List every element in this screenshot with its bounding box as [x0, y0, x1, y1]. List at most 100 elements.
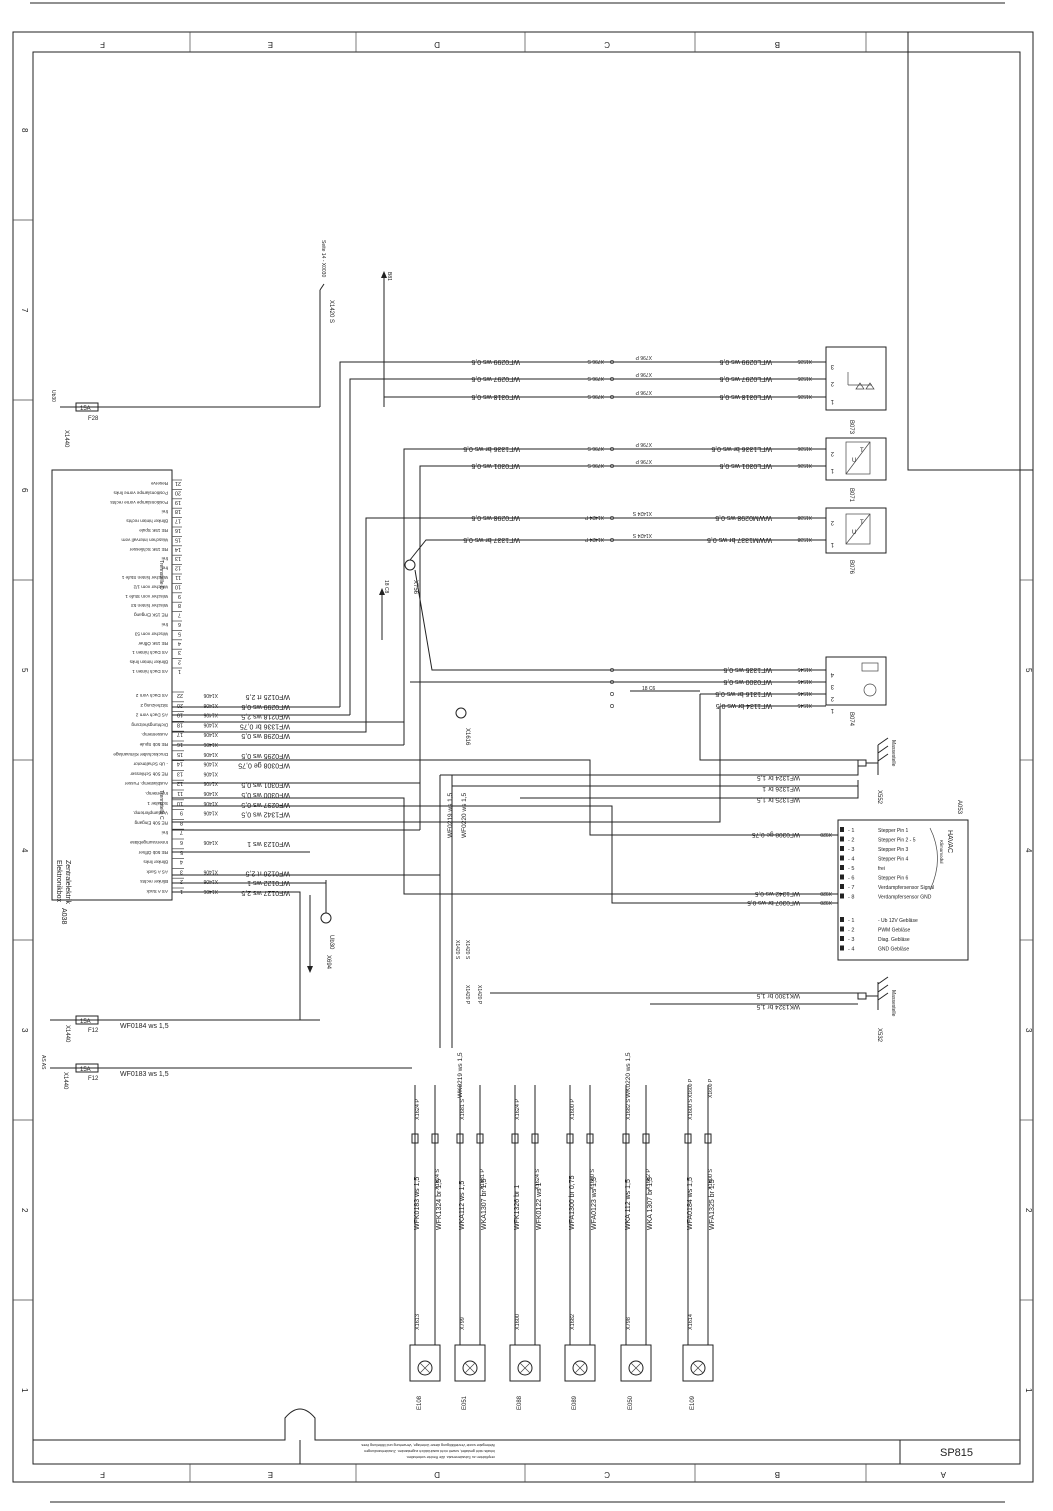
a038-pin-label-upper: Wischer vorn 53 [134, 631, 168, 636]
lamp-tag: E051 [462, 1395, 468, 1410]
wiring-skeleton [172, 361, 860, 1020]
lamp-plug-b [642, 1133, 650, 1144]
a038-pin-number-lower: 10 [177, 800, 183, 806]
vertical-wire-bundle: WF0219 ws 1,5 WF0220 ws 1,5 X1420 S X142… [439, 775, 714, 1098]
f12a-rating: 15A [80, 1019, 91, 1025]
f12b-wire: WF0183 ws 1,5 [120, 1071, 169, 1078]
b071-u-label: U [852, 458, 856, 464]
lamp-bulb-icon [690, 1360, 706, 1376]
zone-ticks [13, 32, 1033, 1482]
a038-pin-label-lower: Schalter 1 [147, 801, 168, 806]
zone-top-b: B [775, 40, 780, 49]
a053-pin-number: - 3 [848, 937, 854, 943]
a038-pin-label-lower: Blinker rechts [139, 879, 168, 884]
a038-pin-label-lower: RE 50b Eingang [134, 820, 168, 825]
a038-pin-number-lower: 2 [180, 878, 183, 884]
a038-pin-number-upper: 15 [175, 536, 181, 542]
sensor-junction [610, 704, 614, 708]
a038-pin-wire: WF0218 ws 2,5 [241, 713, 290, 720]
a053-pin-label: frei [878, 866, 885, 872]
lamp-tag: E050 [628, 1395, 634, 1410]
lamp-bulb-icon [628, 1360, 644, 1376]
lamp-plug-b [531, 1133, 539, 1144]
lamp-plug-b [431, 1133, 439, 1144]
lamp-plug-a [511, 1133, 519, 1144]
sensor-pin-number: 1 [830, 541, 834, 547]
a053-pin-marker [840, 836, 844, 842]
lamp-connector-mid: X1624 S [535, 1169, 541, 1190]
a038-title-2: Zentralelektrik [64, 860, 71, 904]
a053-pin-label: Stepper Pin 4 [878, 857, 909, 863]
masse-label-1: Massestelle [890, 740, 896, 767]
a053-pin-label: Verdampfersensor Signal [878, 885, 934, 891]
a053-wire-connector: X920 [820, 831, 832, 837]
lamp-bulb-icon [572, 1360, 588, 1376]
a038-pin-connector: X1406 [203, 761, 218, 767]
row-left-4: 4 [20, 848, 29, 853]
a053-pin-marker [840, 917, 844, 922]
a038-pin-connector: X1406 [203, 878, 218, 884]
a038-pin-label-lower: RE 50b Spule [139, 742, 168, 747]
ground-top-wire-label: WF1326 br 1 [762, 785, 800, 792]
sensor-connector-p: X1424 S [632, 510, 652, 516]
a038-pin-number-upper: 7 [178, 612, 181, 618]
a038-pin-wire: WF0125 rt 2,5 [246, 693, 290, 700]
sensor-connector: X1535 [797, 393, 812, 399]
legal-note-2: Inhalts nicht gestattet, soweit nicht au… [364, 1449, 495, 1453]
zone-bottom-d: D [434, 1470, 440, 1479]
f12a-x: X1440 [64, 1025, 70, 1043]
a038-pin-wire: WF0308 ge 0,75 [238, 762, 290, 769]
a053-pin-marker [840, 865, 844, 870]
x756-label: X756 [412, 580, 418, 595]
a038-pin-number-lower: 4 [180, 859, 183, 865]
a053-name: HAVAC [946, 830, 953, 853]
a038-pin-number-lower: 1 [180, 888, 183, 894]
a038-pin-label-lower: AS A Sack [146, 889, 168, 894]
lamp-tag: E089 [572, 1395, 578, 1410]
lamp-connector-upper: X1624 P [415, 1099, 421, 1120]
lamp-connector-mid: X1681 P [480, 1169, 486, 1190]
f12b-tag: F12 [88, 1076, 99, 1082]
a038-pin-label-lower: Blinker links [143, 860, 168, 865]
a038-pin-wire: WF1342 ws 0,5 [241, 811, 290, 818]
lamp-housing [454, 1344, 486, 1382]
ref-18c6: 18 C6 [642, 686, 656, 692]
lamp-plug-a [411, 1133, 419, 1144]
a038-pin-number-upper: 5 [178, 630, 181, 636]
b81-ref: B81 [386, 272, 392, 281]
a053-pin-marker [840, 846, 844, 851]
revision-block [907, 32, 1033, 471]
a053-pin-label: Stepper Pin 2 - 5 [878, 838, 916, 844]
a038-pin-number-upper: 14 [175, 546, 181, 552]
a038-pin-label-lower: frei [162, 830, 168, 835]
x694-terminal: Ub30 X694 [307, 880, 334, 973]
a038-pin-number-lower: 20 [177, 702, 183, 708]
sensor-connector-p: X796 P [635, 371, 652, 377]
a038-pin-connector: X1406 [203, 702, 218, 708]
sensor-pin-number: 2 [830, 450, 834, 456]
a053-tag: A053 [956, 800, 962, 815]
a053-pin-number: - 3 [848, 847, 854, 853]
a053-pin-marker [840, 893, 844, 899]
a053-pin-number: - 2 [848, 838, 854, 844]
lamp-housing [620, 1344, 652, 1382]
a038-pin-label-upper: Wischer hinten Stufe 1 [121, 575, 168, 580]
row-left-7: 7 [20, 308, 29, 313]
a038-pin-wire: WF0126 rt 2,5 [246, 869, 290, 876]
ground-top-wire-label: WF1324 br 1,5 [757, 774, 800, 781]
a038-pin-label-upper: frei [162, 622, 168, 627]
sensor-connector: X1535 [797, 375, 812, 381]
f12a-tag: F12 [88, 1028, 99, 1034]
a038-pin-number-upper: 6 [178, 621, 181, 627]
a038-pin-number-upper: 10 [175, 583, 181, 589]
title-block: SP815 Weitergabe sowie Vervielfältigung … [33, 1408, 1020, 1464]
a038-pin-label-upper: frei [162, 566, 168, 571]
a038-pin-label-lower: Verdampfertemp. [133, 811, 168, 816]
a053-pin-marker [840, 827, 844, 832]
a053-pin-label: Diag. Gebläse [878, 937, 910, 943]
